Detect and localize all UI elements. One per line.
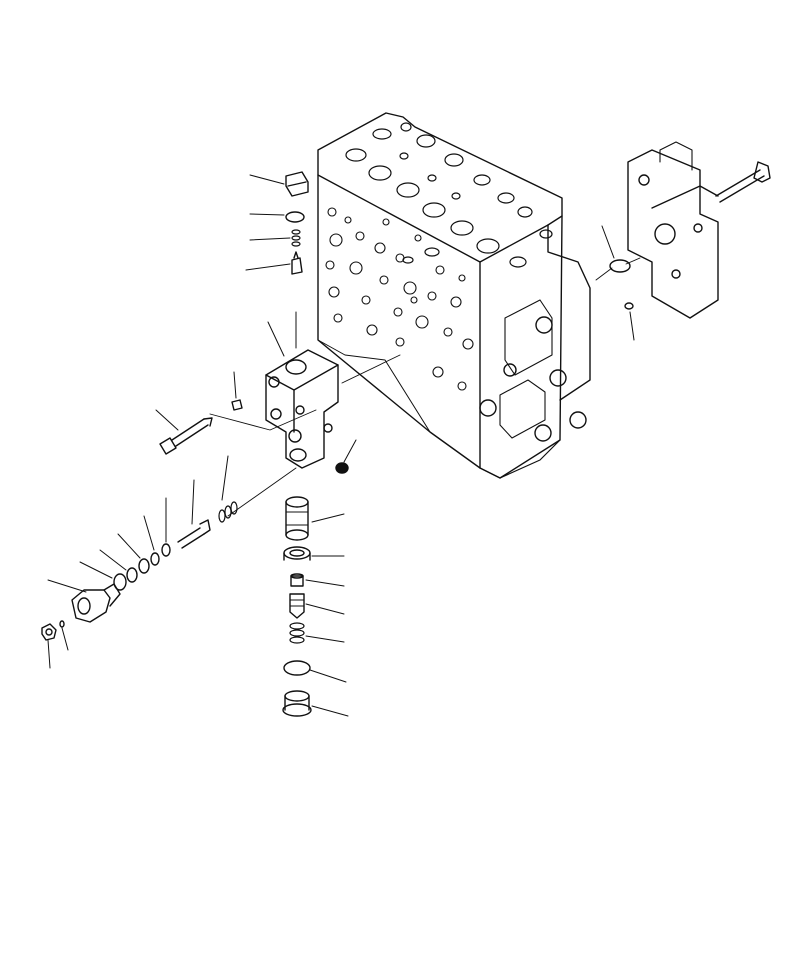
relief-spring bbox=[291, 229, 301, 247]
end-cover-o-ring-small bbox=[624, 302, 634, 310]
mounting-bolt bbox=[159, 417, 213, 455]
spool-spring bbox=[218, 501, 238, 523]
leader-line-screw bbox=[191, 479, 195, 525]
check-spring bbox=[289, 622, 305, 644]
leader-line-bolt bbox=[155, 409, 179, 431]
leader-line-end-cover-o-ring bbox=[601, 225, 615, 259]
leader-line-right-plug bbox=[343, 439, 357, 463]
leader-line-relief-poppet bbox=[245, 263, 291, 271]
leader-line-o-ring-3 bbox=[79, 561, 113, 579]
leader-line-cap-o-ring bbox=[309, 669, 347, 683]
small-nut bbox=[290, 573, 304, 587]
leader-line-check-spring bbox=[305, 635, 345, 643]
leader-line-cap-plug bbox=[311, 705, 349, 717]
relief-poppet bbox=[291, 251, 303, 275]
leader-line-relief-spring bbox=[249, 237, 291, 241]
washer-2 bbox=[126, 567, 138, 583]
leader-line-body-a bbox=[267, 321, 285, 357]
lock-nut bbox=[41, 623, 57, 641]
assembly-guide-lines bbox=[209, 257, 641, 517]
aux-plug-small bbox=[231, 399, 243, 411]
end-cover-o-ring-large bbox=[609, 259, 631, 273]
dust-seal bbox=[283, 546, 311, 561]
leader-line-lock-nut bbox=[47, 639, 51, 669]
small-washer bbox=[59, 620, 65, 628]
cap-o-ring bbox=[283, 660, 311, 676]
washer-1 bbox=[161, 543, 171, 557]
leader-line-piston bbox=[311, 513, 345, 523]
valve-sleeve bbox=[71, 583, 121, 623]
adjusting-screw bbox=[177, 519, 211, 549]
leader-line-spring bbox=[221, 455, 229, 501]
end-cover bbox=[627, 141, 719, 319]
leader-line-end-cover-small-ring bbox=[629, 311, 635, 341]
leader-line-aux-plug bbox=[233, 371, 237, 399]
check-poppet bbox=[289, 593, 305, 619]
leader-line-small-nut bbox=[305, 579, 345, 587]
leader-line-washer-2 bbox=[99, 549, 127, 571]
top-port-holes bbox=[345, 122, 553, 268]
leader-line-small-washer bbox=[61, 627, 69, 651]
main-valve-block bbox=[317, 112, 591, 479]
o-ring-2 bbox=[138, 558, 150, 574]
leader-line-relief-plug bbox=[249, 174, 285, 185]
piston bbox=[285, 496, 309, 541]
relief-o-ring bbox=[285, 211, 305, 223]
o-ring-1 bbox=[150, 552, 160, 566]
cap-plug bbox=[282, 690, 312, 717]
side-port-holes bbox=[325, 207, 474, 391]
leader-line-o-ring-1 bbox=[143, 515, 155, 551]
relief-plug bbox=[285, 171, 309, 197]
leader-line-relief-o-ring bbox=[249, 213, 285, 216]
leader-line-sleeve bbox=[47, 579, 87, 593]
end-cover-bolt bbox=[715, 161, 771, 203]
leader-lines bbox=[47, 174, 635, 717]
leader-line-o-ring-2 bbox=[117, 533, 141, 559]
aux-valve-body bbox=[265, 349, 339, 469]
leader-line-poppet bbox=[305, 603, 345, 615]
o-ring-3 bbox=[113, 573, 127, 591]
aux-plug-right bbox=[335, 462, 349, 474]
